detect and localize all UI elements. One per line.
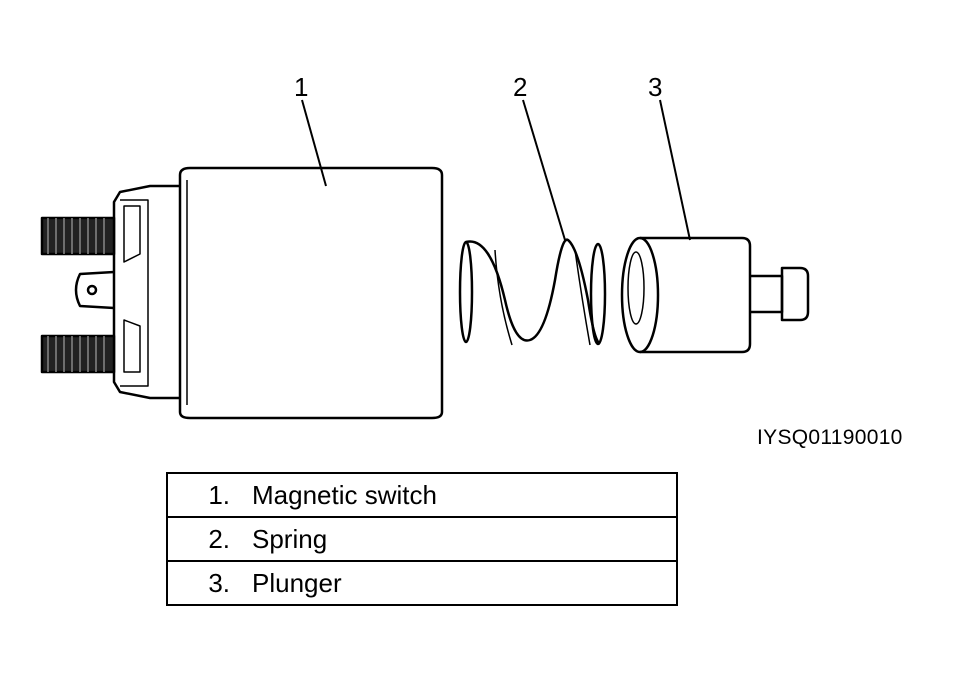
legend-label: Spring: [252, 523, 328, 554]
legend-row: 2. Spring: [166, 516, 678, 562]
figure-code: IYSQ01190010: [757, 426, 903, 449]
legend-row: 1. Magnetic switch: [166, 472, 678, 518]
legend-label: Plunger: [252, 567, 342, 598]
callout-3: 3: [648, 72, 663, 102]
leader-line-1: [301, 99, 327, 187]
legend-cell: 1. Magnetic switch: [166, 472, 678, 518]
legend-row: 3. Plunger: [166, 560, 678, 606]
legend-table: 1. Magnetic switch 2. Spring 3. Plunger: [166, 472, 678, 606]
legend-label: Magnetic switch: [252, 479, 437, 510]
plunger: [620, 236, 810, 354]
callout-1: 1: [294, 72, 309, 102]
legend-cell: 3. Plunger: [166, 560, 678, 606]
leader-lines: [301, 99, 691, 241]
legend-cell: 2. Spring: [166, 516, 678, 562]
leader-line-3: [659, 99, 691, 241]
leader-line-2: [522, 99, 566, 241]
exploded-diagram: [40, 99, 810, 420]
legend-number: 1.: [208, 479, 230, 510]
magnetic-switch: [40, 166, 444, 420]
legend-number: 2.: [208, 523, 230, 554]
spring: [458, 238, 607, 346]
legend-number: 3.: [208, 567, 230, 598]
callout-2: 2: [513, 72, 528, 102]
